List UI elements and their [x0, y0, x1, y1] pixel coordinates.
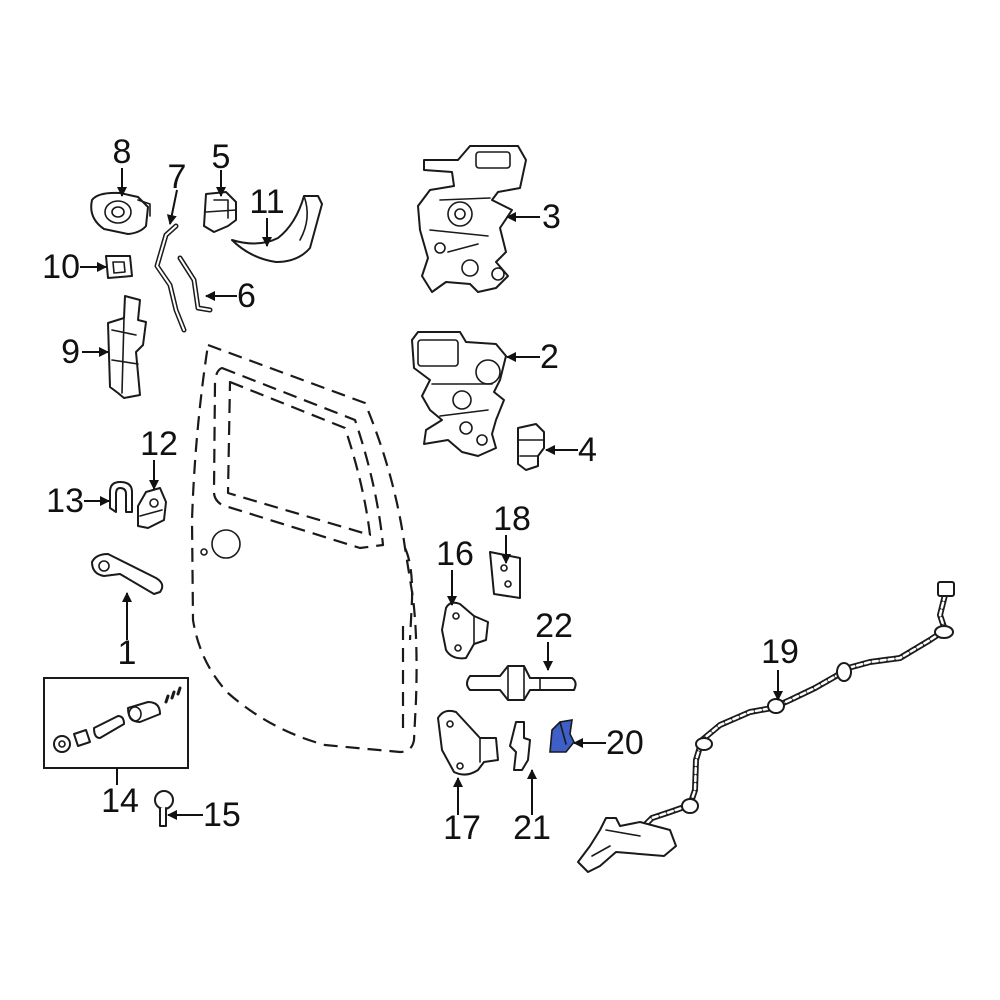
part-10-clip: [105, 255, 133, 279]
callout-14: 14: [101, 782, 139, 820]
callout-6: 6: [237, 277, 256, 315]
part-15-pin: [154, 790, 174, 827]
part-21-bracket: [509, 721, 531, 771]
callout-20: 20: [606, 724, 644, 762]
callout-19: 19: [761, 633, 799, 671]
part-13-clip: [109, 481, 133, 513]
part-16-hinge: [441, 601, 489, 660]
part-14-lock-kit: [43, 677, 189, 769]
part-8-handle-bezel: [90, 191, 151, 235]
callout-8: 8: [113, 133, 132, 171]
callout-1: 1: [118, 634, 137, 672]
callout-labels: 1 2 3 4 5 6 7 8 9 10 11 12 13 14 15 16 1…: [42, 133, 799, 847]
part-2-latch: [411, 331, 507, 457]
callout-21: 21: [513, 809, 551, 847]
part-4-cap: [517, 423, 545, 471]
part-19-wiring-harness: [577, 581, 955, 873]
part-22-hinge-pin: [466, 665, 577, 701]
callout-18: 18: [493, 500, 531, 538]
leader-lines: [80, 168, 783, 820]
callout-5: 5: [212, 138, 231, 176]
part-20-highlighted: [549, 719, 575, 753]
part-18-plate: [489, 551, 521, 599]
callout-10: 10: [42, 248, 80, 286]
callout-17: 17: [443, 809, 481, 847]
callout-22: 22: [535, 607, 573, 645]
part-9-bracket: [107, 295, 147, 399]
part-6-rod: [177, 255, 213, 313]
callout-9: 9: [61, 333, 80, 371]
callout-4: 4: [578, 431, 597, 469]
callout-12: 12: [140, 425, 178, 463]
door-outline: [190, 343, 418, 754]
part-3-latch: [417, 145, 527, 293]
part-7-rod: [154, 223, 187, 333]
callout-7: 7: [168, 158, 187, 196]
callout-3: 3: [542, 198, 561, 236]
part-1-inside-handle: [91, 553, 164, 595]
part-17-hinge: [437, 709, 499, 776]
part-12-striker: [137, 487, 167, 529]
callout-13: 13: [46, 482, 84, 520]
callout-11: 11: [249, 183, 284, 221]
callout-15: 15: [203, 796, 241, 834]
part-5-clip: [203, 191, 237, 233]
callout-16: 16: [436, 535, 474, 573]
callout-2: 2: [540, 338, 559, 376]
